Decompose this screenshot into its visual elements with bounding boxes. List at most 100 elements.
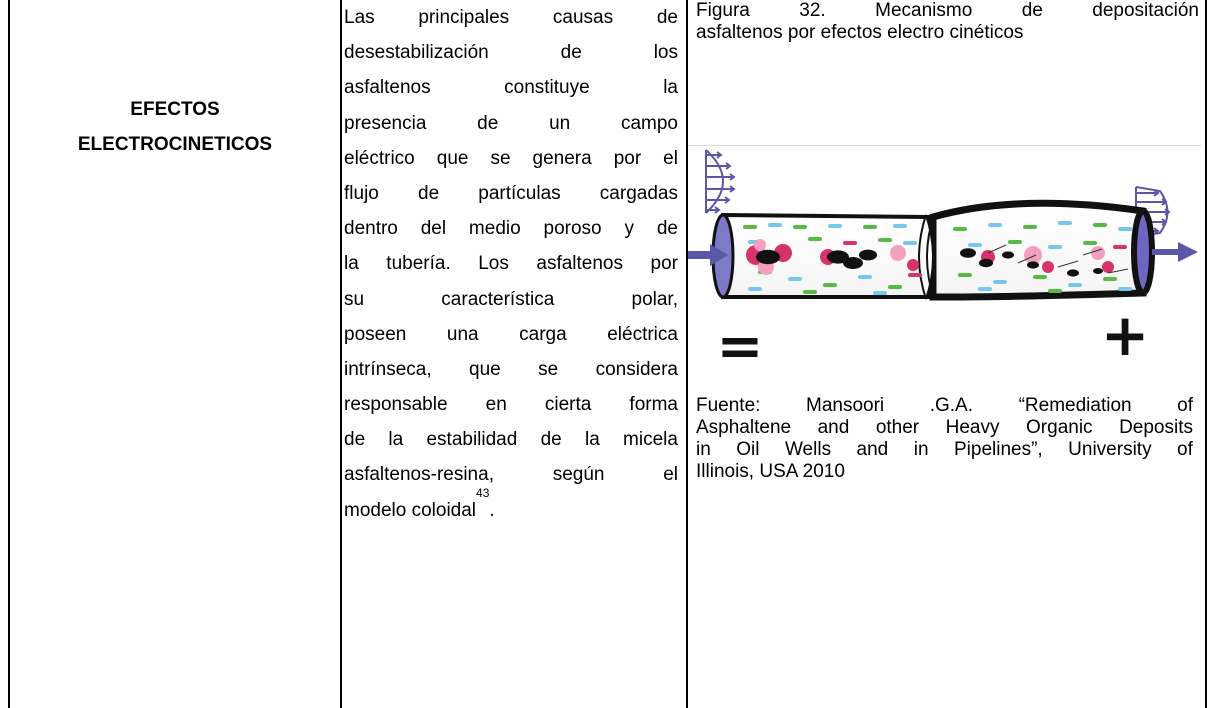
figure-source-last-text: Illinois, USA 2010 xyxy=(696,461,845,482)
figure-source-word: and xyxy=(856,439,889,460)
description-word: campo xyxy=(620,112,678,134)
description-word: un xyxy=(549,112,571,134)
particle-dash xyxy=(828,224,842,228)
description-word: principales xyxy=(418,7,510,28)
figure-source-word: in xyxy=(696,439,711,460)
asphaltene-clump xyxy=(979,258,993,268)
particle-dash xyxy=(878,238,892,242)
description-word: la xyxy=(344,253,359,275)
particle-dash xyxy=(1048,289,1062,293)
particle-dash xyxy=(863,225,877,229)
figure-caption-text: asfaltenos por efectos electro cinéticos xyxy=(696,22,1024,43)
figure-caption-word: depositación xyxy=(1092,0,1199,21)
row-label-line-1: EFECTOS xyxy=(130,99,220,120)
figure-source-last-line: Illinois, USA 2010 xyxy=(696,461,1193,483)
figure-source-word: of xyxy=(1177,439,1193,460)
description-word: forma xyxy=(629,394,678,416)
description-word: de xyxy=(560,42,582,64)
description-word: una xyxy=(446,323,479,345)
particle-dash xyxy=(788,277,802,281)
particles-group xyxy=(743,221,1132,295)
particle-dash xyxy=(873,291,887,295)
description-word: eléctrico xyxy=(344,147,415,169)
migration-arrow xyxy=(987,244,1007,254)
description-word: medio xyxy=(468,218,521,240)
particle-dash xyxy=(958,273,972,277)
description-word: poseen xyxy=(344,323,407,345)
pipeline-illustration: = + xyxy=(688,149,1198,379)
description-word: que xyxy=(469,358,501,380)
positive-pole: + xyxy=(1101,301,1150,369)
description-word: poroso xyxy=(543,218,602,240)
description-word: el xyxy=(663,464,678,486)
asphaltene-clump xyxy=(827,250,849,264)
figure-source-word: of xyxy=(1177,395,1193,416)
description-word: presencia xyxy=(344,112,427,134)
description-last-end: . xyxy=(489,499,495,521)
description-word: constituye xyxy=(504,77,590,99)
figure-source-word: Asphaltene xyxy=(696,417,792,438)
row-label: EFECTOS ELECTROCINETICOS xyxy=(10,92,340,162)
particle-dash xyxy=(993,280,1007,284)
particle-dash xyxy=(808,237,822,241)
particle-dash xyxy=(1118,287,1132,291)
particle-dash xyxy=(1103,277,1117,281)
particle-blob xyxy=(890,245,906,261)
description-word: por xyxy=(650,253,678,275)
asphaltene-clump xyxy=(1093,268,1103,274)
particle-dash xyxy=(1093,223,1107,227)
figure-source-word: Organic xyxy=(1026,417,1093,438)
particle-dash xyxy=(793,225,807,229)
label-cell: EFECTOS ELECTROCINETICOS xyxy=(10,0,340,708)
description-word: flujo xyxy=(344,182,379,204)
column-divider-1 xyxy=(340,0,342,708)
particle-dash xyxy=(908,273,922,277)
description-word: genera xyxy=(532,147,592,169)
particle-dash xyxy=(803,290,817,294)
description-word: se xyxy=(538,358,559,380)
figure-source-word: University xyxy=(1068,439,1152,460)
particle-dash xyxy=(1033,275,1047,279)
description-last-text: modelo coloidal xyxy=(344,499,477,521)
description-word: partículas xyxy=(478,182,561,204)
figure-source-word: Heavy xyxy=(945,417,1000,438)
particle-dash xyxy=(1083,241,1097,245)
description-word: considera xyxy=(595,358,678,380)
particle-dash xyxy=(888,285,902,289)
asphaltene-clump xyxy=(1067,269,1079,277)
particle-dash xyxy=(743,225,757,229)
figure-caption-word: Figura xyxy=(696,0,750,21)
description-word: intrínseca, xyxy=(344,358,432,380)
description-word: tubería. xyxy=(386,253,451,275)
particle-dash xyxy=(1068,283,1082,287)
particle-blob xyxy=(754,239,766,251)
description-word: responsable xyxy=(344,394,448,416)
negative-pole-label: = xyxy=(717,314,764,375)
asphaltene-clump xyxy=(960,248,976,258)
particle-dash xyxy=(1048,245,1062,249)
footnote-ref[interactable]: 43 xyxy=(476,485,490,500)
description-word: por xyxy=(613,147,642,169)
particle-dash xyxy=(903,241,917,245)
asphaltene-clump xyxy=(756,249,780,265)
asphaltene-clump xyxy=(1002,251,1014,259)
figure-source-word: Pipelines”, xyxy=(953,439,1043,460)
description-word: su xyxy=(344,288,365,310)
figure-source-word: .G.A. xyxy=(929,395,974,416)
description-word: de xyxy=(344,429,366,451)
particle-dash xyxy=(768,223,782,227)
